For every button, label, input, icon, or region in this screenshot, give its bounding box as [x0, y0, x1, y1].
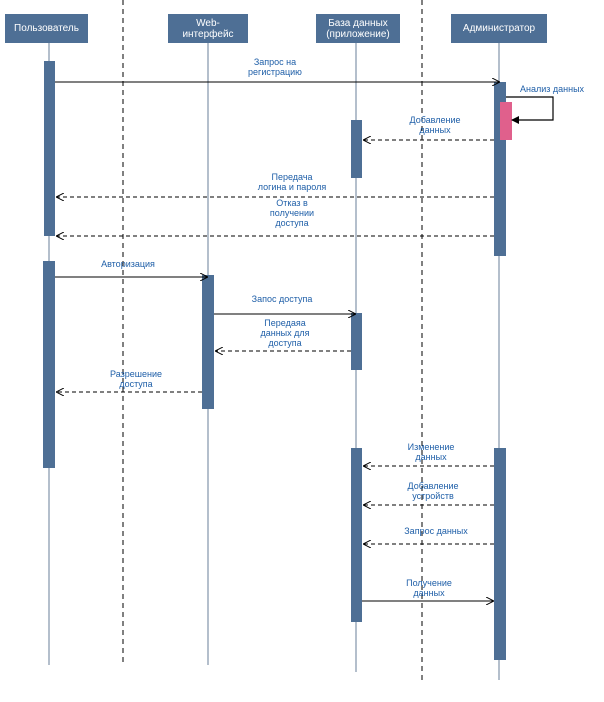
- activation-web-1: [202, 275, 214, 409]
- actor-web: Web- интерфейс: [168, 14, 248, 43]
- label-access-granted: Разрешение доступа: [110, 369, 162, 389]
- label-access-request: Запос доступа: [251, 294, 313, 304]
- activation-db-1: [351, 120, 362, 178]
- arrow-data-analysis: [506, 96, 554, 124]
- label-change-data: Изменение данных: [407, 442, 455, 462]
- activation-admin-self: [500, 102, 512, 140]
- label-send-access-data: Передаяа данных для доступа: [260, 318, 310, 348]
- label-data-analysis: Анализ данных: [520, 84, 585, 94]
- label-receive-data: Получение данных: [406, 578, 452, 598]
- activation-user-2: [43, 261, 55, 468]
- activation-db-2: [351, 313, 362, 370]
- activation-db-3: [351, 448, 362, 622]
- label-add-data: Добавление данных: [409, 115, 461, 135]
- label-send-login: Передача логина и пароля: [257, 172, 327, 192]
- actor-db: База данных (приложение): [316, 14, 400, 43]
- activation-user-1: [44, 61, 55, 236]
- label-data-request: Запрос данных: [404, 526, 468, 536]
- label-authorization: Авторизация: [101, 259, 155, 269]
- label-reg-request: Запрос на регистрацию: [248, 57, 302, 77]
- actor-admin: Администратор: [451, 14, 547, 43]
- actor-user: Пользователь: [5, 14, 88, 43]
- activation-admin-2: [494, 448, 506, 660]
- label-add-device: Добавление устройств: [407, 481, 459, 501]
- label-access-denied: Отказ в получении доступа: [269, 198, 315, 228]
